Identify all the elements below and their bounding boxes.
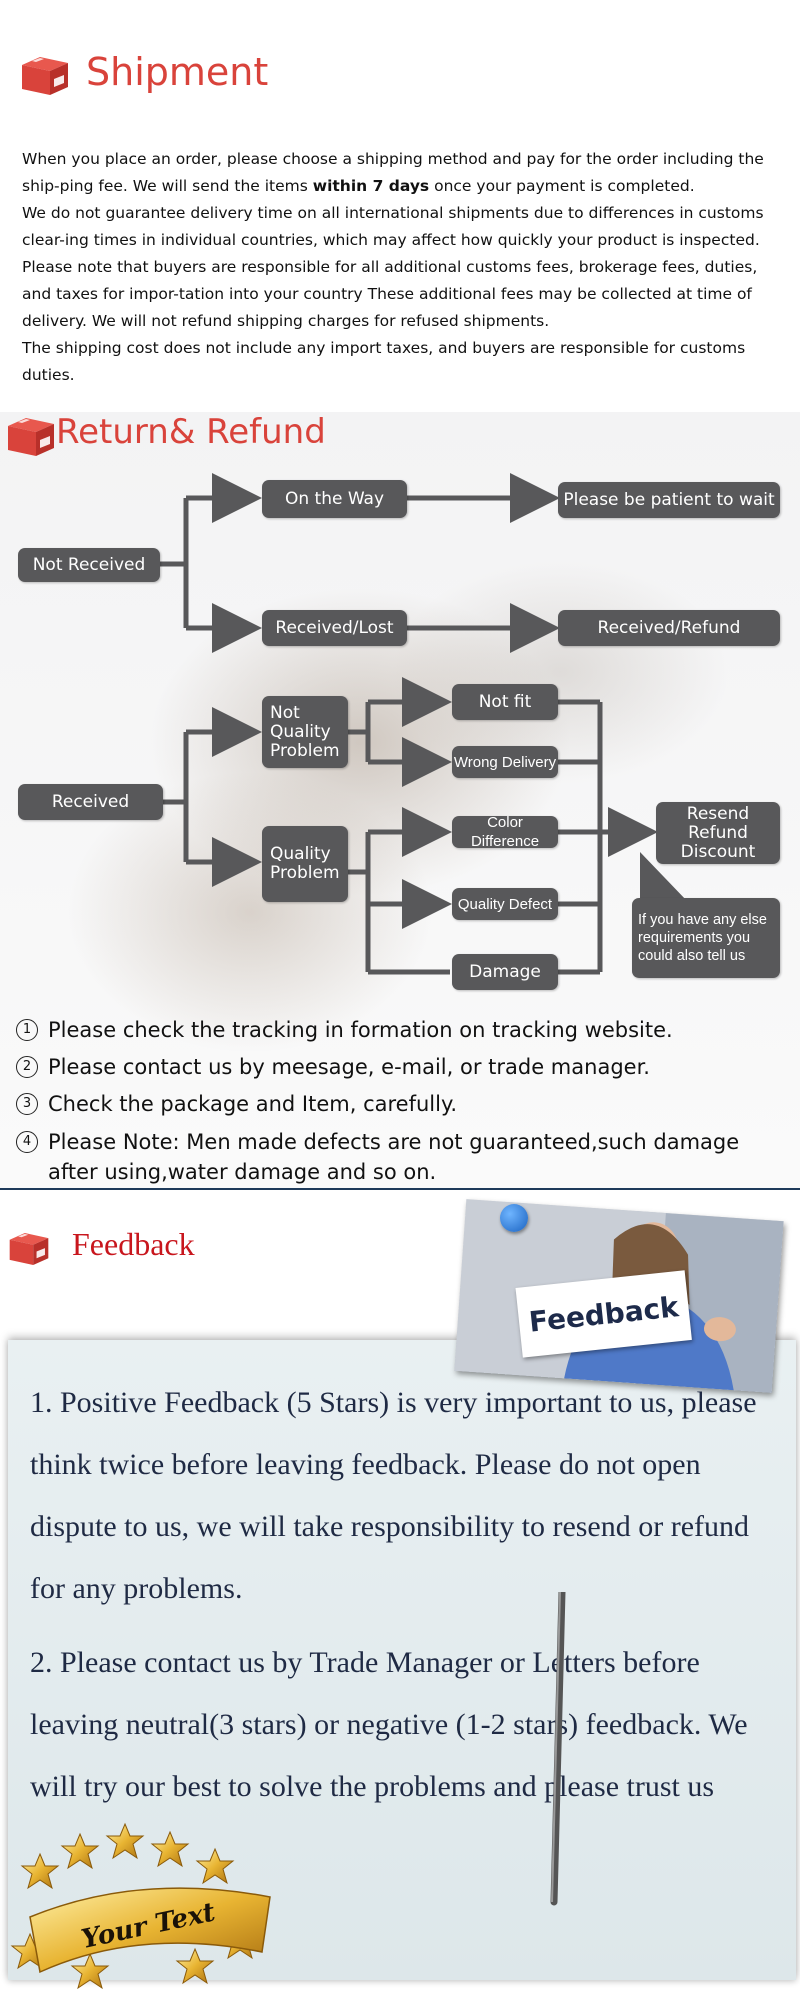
note-number: 2 <box>16 1056 38 1078</box>
refund-title: Return& Refund <box>56 412 326 452</box>
note-number: 4 <box>16 1131 38 1153</box>
shipment-paragraph-3: The shipping cost does not include any i… <box>22 339 746 384</box>
note-text: Please check the tracking in formation o… <box>48 1018 673 1042</box>
note-number: 3 <box>16 1093 38 1115</box>
note-text: Please contact us by meesage, e-mail, or… <box>48 1055 650 1079</box>
box-icon <box>6 416 56 456</box>
feedback-paragraph-2: 2. Please contact us by Trade Manager or… <box>30 1646 748 1803</box>
shipment-paragraph-2: We do not guarantee delivery time on all… <box>22 204 764 330</box>
node-wrong-delivery: Wrong Delivery <box>452 746 558 778</box>
feedback-paragraph-1: 1. Positive Feedback (5 Stars) is very i… <box>30 1386 757 1605</box>
note-text: Check the package and Item, carefully. <box>48 1092 458 1116</box>
shipment-section: Shipment When you place an order, please… <box>0 0 800 410</box>
feedback-title: Feedback <box>72 1226 195 1262</box>
section-divider <box>0 1188 800 1190</box>
box-icon <box>8 1230 58 1270</box>
node-else-requirements: If you have any else requirements you co… <box>632 898 780 978</box>
node-damage: Damage <box>452 954 558 990</box>
shipment-paragraph-1: When you place an order, please choose a… <box>22 146 782 200</box>
feedback-text: 1. Positive Feedback (5 Stars) is very i… <box>30 1372 790 1818</box>
pen-icon <box>550 1592 566 1906</box>
pushpin-icon <box>500 1204 528 1232</box>
shipment-title: Shipment <box>86 50 269 94</box>
feedback-photo: Feedback <box>454 1199 784 1393</box>
node-received: Received <box>18 784 163 820</box>
node-quality-defect: Quality Defect <box>452 888 558 920</box>
shipment-p1-bold: within 7 days <box>312 177 430 195</box>
node-received-lost: Received/Lost <box>262 610 407 646</box>
note-item: 3 Check the package and Item, carefully. <box>12 1086 792 1123</box>
node-received-refund: Received/Refund <box>558 610 780 646</box>
feedback-section: Feedback Feedback 1. Positive Feedback (… <box>0 1192 800 2000</box>
note-text: Please Note: Men made defects are not gu… <box>48 1130 740 1184</box>
node-be-patient: Please be patient to wait <box>558 482 780 518</box>
note-item: 1 Please check the tracking in formation … <box>12 1012 792 1049</box>
box-icon <box>20 55 70 95</box>
node-not-fit: Not fit <box>452 684 558 720</box>
node-not-quality-problem: Not Quality Problem <box>262 696 348 768</box>
shipment-p1-start: When you place an order, please choose a… <box>22 150 764 195</box>
node-not-received: Not Received <box>18 548 160 582</box>
note-number: 1 <box>16 1019 38 1041</box>
feedback-panel <box>8 1340 796 1980</box>
refund-notes: 1 Please check the tracking in formation … <box>12 1012 792 1187</box>
node-on-the-way: On the Way <box>262 480 407 518</box>
node-resend-refund-discount: Resend Refund Discount <box>656 802 780 864</box>
note-item: 2 Please contact us by meesage, e-mail, o… <box>12 1049 792 1086</box>
shipment-p1-end: once your payment is completed. <box>429 177 695 195</box>
flowchart-connectors <box>160 473 688 975</box>
node-quality-problem: Quality Problem <box>262 826 348 902</box>
note-item: 4 Please Note: Men made defects are not g… <box>12 1127 792 1187</box>
node-color-difference: Color Difference <box>452 814 558 850</box>
shipment-text: When you place an order, please choose a… <box>22 146 782 389</box>
refund-section: Return& Refund <box>0 412 800 1190</box>
gold-star-badge: Your Text <box>11 1823 271 1989</box>
